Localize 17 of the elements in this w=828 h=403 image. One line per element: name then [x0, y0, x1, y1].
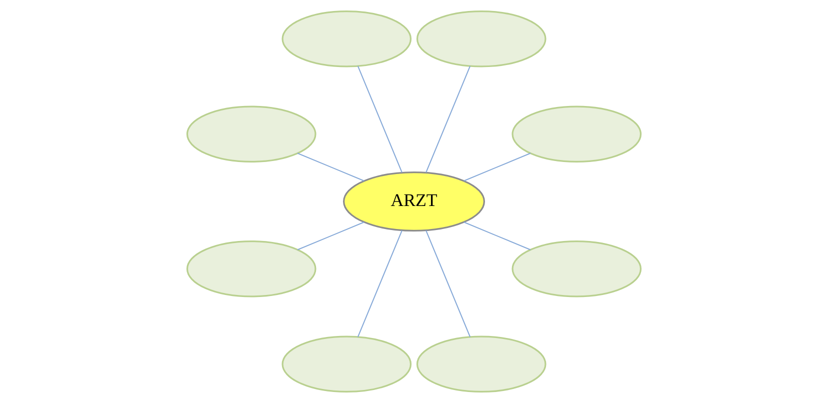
connector — [464, 222, 531, 250]
node-ellipse — [282, 336, 412, 393]
connector — [426, 230, 471, 338]
node-ellipse — [282, 10, 412, 68]
node-ellipse — [186, 240, 316, 298]
node-ellipse — [416, 336, 546, 393]
connector — [297, 222, 364, 250]
node-ellipse — [416, 10, 546, 68]
connector — [297, 152, 364, 182]
node-ellipse — [186, 106, 316, 163]
node-ellipse — [512, 106, 642, 163]
connector — [426, 66, 471, 173]
connector — [357, 230, 402, 338]
connector — [357, 66, 402, 173]
connector — [464, 152, 531, 182]
node-ellipse: ARZT — [342, 171, 486, 232]
node-ellipse — [512, 240, 642, 298]
